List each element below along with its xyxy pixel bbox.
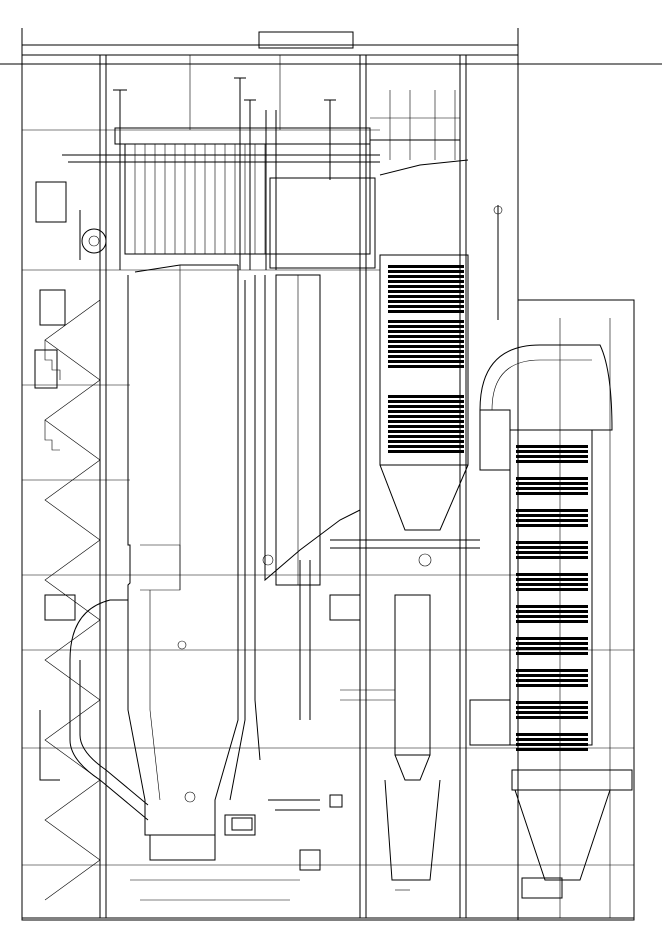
tube-row [516, 637, 588, 640]
tube-row [388, 435, 464, 438]
tube-row [516, 679, 588, 682]
tube-row [388, 340, 464, 343]
tube-row [516, 706, 588, 709]
backpass-exchanger [370, 90, 503, 531]
furnace-walls [127, 264, 361, 861]
tube-row [388, 350, 464, 353]
tube-row [516, 509, 588, 512]
tube-row [388, 400, 464, 403]
tube-row [388, 445, 464, 448]
tube-row [388, 290, 464, 293]
tube-row [516, 541, 588, 544]
tube-row [388, 355, 464, 358]
tube-row [388, 345, 464, 348]
air-heater [469, 344, 613, 751]
tube-row [388, 360, 464, 363]
tube-row [516, 588, 588, 591]
tube-row [516, 620, 588, 623]
tube-row [516, 450, 588, 453]
tube-row [388, 410, 464, 413]
tube-row [516, 610, 588, 613]
tube-row [388, 285, 464, 288]
tube-row [516, 743, 588, 746]
tube-row [388, 395, 464, 398]
tube-row [388, 440, 464, 443]
tube-row [388, 300, 464, 303]
tube-row [388, 420, 464, 423]
tube-row [516, 605, 588, 608]
tube-row [516, 482, 588, 485]
tube-row [516, 748, 588, 751]
tube-row [516, 578, 588, 581]
left-staircase [44, 299, 101, 901]
tube-row [388, 295, 464, 298]
tube-row [516, 477, 588, 480]
tube-row [516, 573, 588, 576]
tube-row [388, 425, 464, 428]
tube-row [388, 430, 464, 433]
tube-row [516, 716, 588, 719]
tube-row [516, 445, 588, 448]
tube-row [516, 487, 588, 490]
tube-row [388, 320, 464, 323]
tube-row [516, 701, 588, 704]
tube-row [516, 669, 588, 672]
tube-row [388, 335, 464, 338]
tube-row [388, 450, 464, 453]
tube-row [516, 642, 588, 645]
ash-hoppers [384, 594, 633, 899]
tube-row [516, 524, 588, 527]
tube-row [516, 733, 588, 736]
tube-row [516, 652, 588, 655]
steam-drum [79, 210, 107, 260]
tube-row [388, 265, 464, 268]
tube-row [516, 738, 588, 741]
tube-row [516, 556, 588, 559]
tube-row [388, 415, 464, 418]
pipework [34, 289, 480, 901]
tube-row [516, 684, 588, 687]
tube-row [516, 455, 588, 458]
tube-row [388, 325, 464, 328]
tube-row [516, 514, 588, 517]
roof-header-pipes [35, 77, 380, 270]
tube-row [516, 615, 588, 618]
tube-row [388, 275, 464, 278]
tube-row [516, 460, 588, 463]
tube-row [516, 674, 588, 677]
tube-row [516, 647, 588, 650]
tube-row [516, 711, 588, 714]
tube-row [388, 270, 464, 273]
tube-row [388, 305, 464, 308]
tube-row [388, 310, 464, 313]
tube-row [516, 546, 588, 549]
tube-row [516, 583, 588, 586]
tube-row [388, 280, 464, 283]
tube-row [388, 405, 464, 408]
tube-row [388, 330, 464, 333]
tube-row [516, 551, 588, 554]
tube-row [516, 492, 588, 495]
tube-row [388, 365, 464, 368]
tube-row [516, 519, 588, 522]
